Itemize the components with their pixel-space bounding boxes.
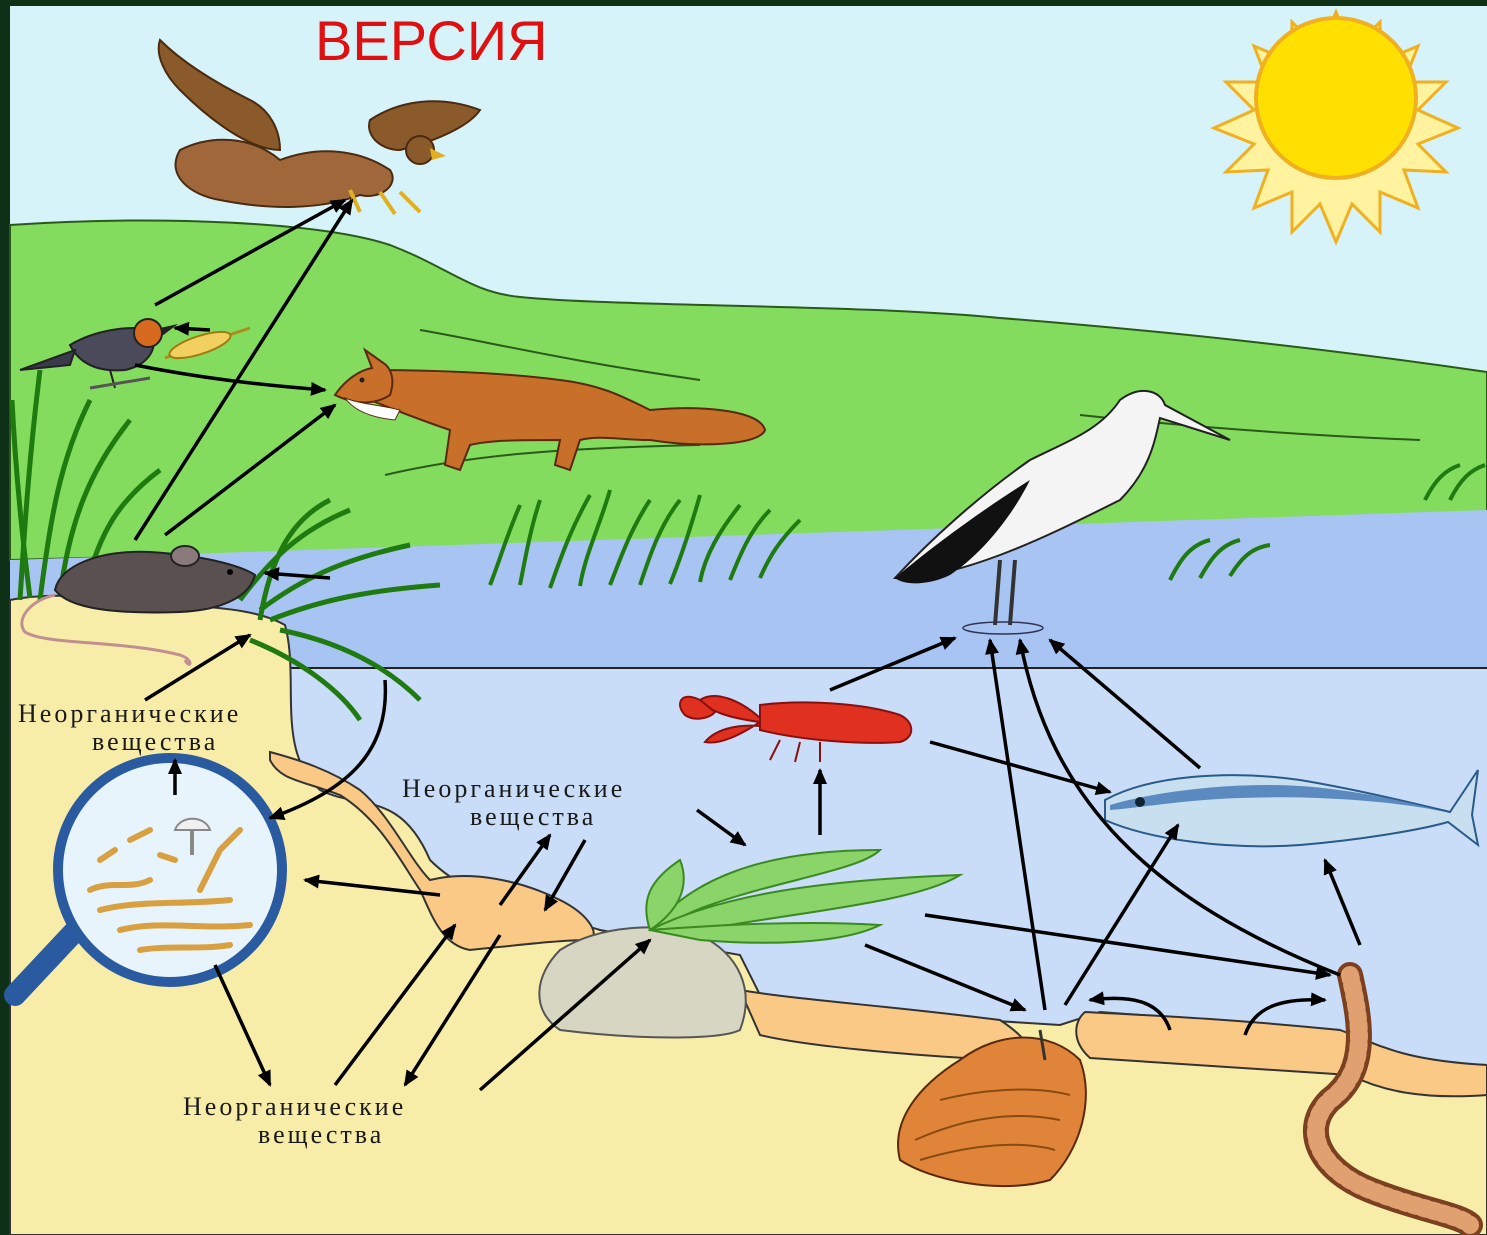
title-text: ВЕРСИЯ bbox=[315, 9, 548, 72]
label-middle-line2: вещества bbox=[470, 802, 596, 831]
label-middle-line1: Неорганические bbox=[402, 774, 625, 803]
rock bbox=[539, 927, 745, 1037]
label-left-line2: вещества bbox=[92, 727, 218, 756]
label-bottom-line2: вещества bbox=[258, 1120, 384, 1149]
label-left-line1: Неорганические bbox=[18, 699, 241, 728]
label-bottom-line1: Неорганические bbox=[183, 1092, 406, 1121]
